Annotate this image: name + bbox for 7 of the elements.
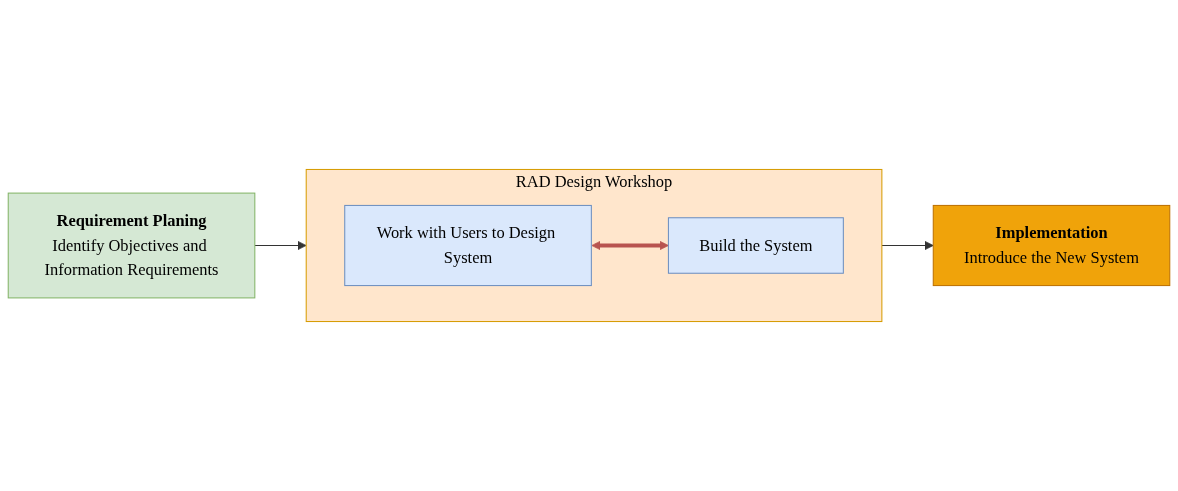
node-box: Requirement Planing Identify Objectives and Information Requirements <box>7 192 256 299</box>
node-box: Build the System <box>667 217 844 274</box>
node-box: Implementation Introduce the New System <box>932 204 1171 287</box>
arrow <box>591 241 669 250</box>
node-box: Work with Users to Design System <box>344 204 592 287</box>
arrow <box>254 241 307 250</box>
arrow <box>881 241 934 250</box>
